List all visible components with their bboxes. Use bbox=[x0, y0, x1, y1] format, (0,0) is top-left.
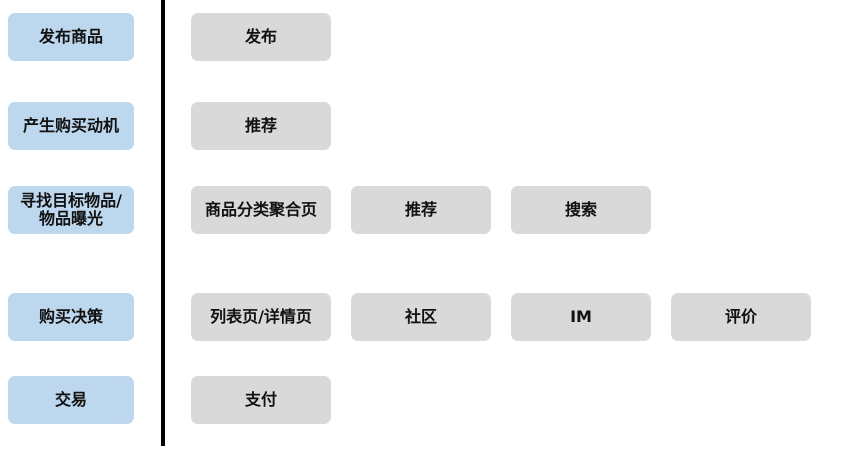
action-search: 搜索 bbox=[511, 186, 651, 234]
action-category-aggregation-page: 商品分类聚合页 bbox=[191, 186, 331, 234]
stage-find-target-item: 寻找目标物品/ 物品曝光 bbox=[8, 186, 134, 234]
action-recommend-1: 推荐 bbox=[191, 102, 331, 150]
action-community: 社区 bbox=[351, 293, 491, 341]
action-im: IM bbox=[511, 293, 651, 341]
stage-purchase-motivation: 产生购买动机 bbox=[8, 102, 134, 150]
action-list-detail-page: 列表页/详情页 bbox=[191, 293, 331, 341]
stage-publish-goods: 发布商品 bbox=[8, 13, 134, 61]
stage-purchase-decision: 购买决策 bbox=[8, 293, 134, 341]
action-payment: 支付 bbox=[191, 376, 331, 424]
action-recommend-2: 推荐 bbox=[351, 186, 491, 234]
action-publish: 发布 bbox=[191, 13, 331, 61]
vertical-divider bbox=[161, 0, 165, 446]
action-review: 评价 bbox=[671, 293, 811, 341]
stage-transaction: 交易 bbox=[8, 376, 134, 424]
